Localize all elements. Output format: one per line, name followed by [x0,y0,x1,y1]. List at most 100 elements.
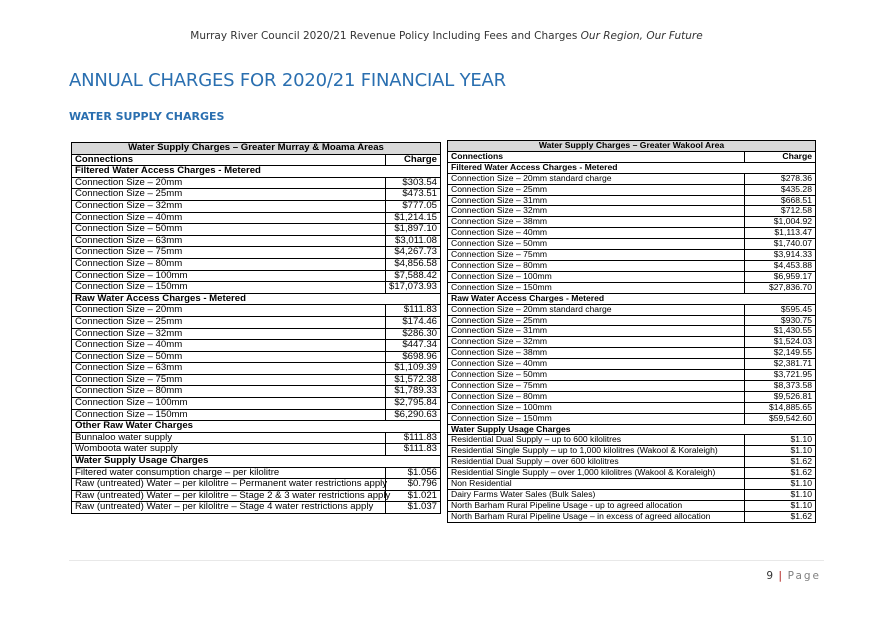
column-header-connections: Connections [447,150,745,163]
charge-amount: $1,113.47 [744,227,816,240]
table-row: Connection Size – 80mm$4,453.88 [447,259,816,272]
table-row: Connection Size – 150mm$59,542.60 [447,412,816,425]
charge-amount: $0.796 [385,478,441,491]
charge-description: Residential Single Supply – up to 1,000 … [447,445,745,458]
table-row: Connection Size – 150mm$6,290.63 [71,408,441,422]
table-row: Connection Size – 75mm$1,572.38 [71,373,441,387]
section-heading-row: Other Raw Water Charges [71,420,441,433]
table-row: Connection Size – 32mm$712.58 [447,205,816,218]
table-row: Connection Size – 75mm$3,914.33 [447,249,816,261]
charge-amount: $4,453.88 [744,259,816,272]
charge-amount: $111.83 [385,304,441,317]
charge-amount: $1.62 [744,510,816,523]
table-row: Residential Dual Supply – over 600 kilol… [447,456,816,469]
table-row: Connection Size – 63mm$1,109.39 [71,362,441,375]
charge-description: Connection Size – 100mm [447,270,745,283]
table-row: Non Residential$1.10 [447,478,816,490]
charge-amount: $1,430.55 [744,325,816,338]
charge-description: Connection Size – 20mm standard charge [447,172,745,185]
charge-amount: $1,897.10 [385,223,441,236]
table-row: Connection Size – 80mm$1,789.33 [71,385,441,399]
charge-amount: $1,004.92 [744,216,816,229]
table-row: Connection Size – 80mm$4,856.58 [71,257,441,271]
charge-amount: $595.45 [744,303,816,316]
charge-amount: $14,885.65 [744,401,816,414]
charge-description: Connection Size – 38mm [447,216,745,229]
table-row: Dairy Farms Water Sales (Bulk Sales)$1.1… [447,489,816,501]
charge-amount: $435.28 [744,183,816,196]
table-row: Connection Size – 40mm$2,381.71 [447,358,816,371]
charge-amount: $8,373.58 [744,379,816,392]
charge-amount: $4,856.58 [385,257,441,271]
charge-description: Residential Single Supply – over 1,000 k… [447,467,745,480]
charge-amount: $3,914.33 [744,249,816,261]
table-row: Connection Size – 63mm$3,011.08 [71,234,441,248]
table-row: Connection Size – 20mm$111.83 [71,304,441,317]
charge-amount: $1.10 [744,489,816,501]
charge-description: Connection Size – 40mm [447,358,745,371]
table-row: Connection Size – 100mm$2,795.84 [71,397,441,410]
charge-amount: $1.10 [744,434,816,447]
charge-description: Connection Size – 50mm [71,223,386,236]
table-row: Connection Size – 80mm$9,526.81 [447,390,816,403]
table-row: Connection Size – 25mm$174.46 [71,315,441,329]
charge-description: Connection Size – 75mm [71,373,386,387]
table-row: Connection Size – 31mm$668.51 [447,194,816,207]
section-heading-row: Water Supply Usage Charges [71,455,441,468]
charge-description: Connection Size – 100mm [71,269,386,283]
table-row: Connection Size – 40mm$1,113.47 [447,227,816,240]
table-row: Connection Size – 32mm$286.30 [71,327,441,341]
charge-amount: $1.62 [744,467,816,480]
charge-amount: $303.54 [385,176,441,190]
charge-description: Bunnaloo water supply [71,431,386,445]
section-heading: Raw Water Access Charges - Metered [71,292,441,306]
charge-amount: $1,524.03 [744,336,816,349]
table-row: Raw (untreated) Water – per kilolitre – … [71,478,441,491]
table-caption: Water Supply Charges – Greater Murray & … [71,142,441,155]
table-row: Connection Size – 31mm$1,430.55 [447,325,816,338]
table-row: Connection Size – 40mm$447.34 [71,339,441,352]
charge-amount: $2,795.84 [385,397,441,410]
section-heading-row: Filtered Water Access Charges - Metered [71,165,441,178]
charge-description: Connection Size – 25mm [71,315,386,329]
table-row: Connection Size – 75mm$4,267.73 [71,246,441,259]
page-label: Page [787,570,821,582]
charge-amount: $1.62 [744,456,816,469]
charge-amount: $111.83 [385,431,441,445]
section-heading-row: Water Supply Usage Charges [447,423,816,436]
charge-description: Connection Size – 20mm standard charge [447,303,745,316]
header-text: Murray River Council 2020/21 Revenue Pol… [190,30,578,42]
charge-description: Connection Size – 20mm [71,176,386,190]
charge-amount: $1.021 [385,489,441,503]
charge-description: Raw (untreated) Water – per kilolitre – … [71,489,390,503]
table-row: Connection Size – 20mm$303.54 [71,176,441,190]
charge-amount: $1.056 [385,466,441,480]
charge-amount: $174.46 [385,315,441,329]
section-heading: Other Raw Water Charges [71,420,441,433]
charge-description: Connection Size – 25mm [447,314,745,327]
table-row: Connection Size – 100mm$14,885.65 [447,401,816,414]
charge-amount: $2,149.55 [744,347,816,360]
charge-amount: $1,740.07 [744,238,816,251]
table-row: Connection Size – 25mm$930.75 [447,314,816,327]
section-subtitle: WATER SUPPLY CHARGES [69,110,225,123]
table-row: Connection Size – 150mm$27,836.70 [447,281,816,294]
charge-description: Connection Size – 50mm [71,350,386,364]
table-row: Connection Size – 25mm$473.51 [71,188,441,201]
charge-amount: $1,109.39 [385,362,441,375]
table-row: Connection Size – 50mm$3,721.95 [447,369,816,381]
charge-description: Connection Size – 75mm [447,379,745,392]
table-row: Womboota water supply$111.83 [71,443,441,457]
charge-amount: $59,542.60 [744,412,816,425]
charge-amount: $278.36 [744,172,816,185]
table-row: North Barham Rural Pipeline Usage – in e… [447,510,816,523]
page-title: ANNUAL CHARGES FOR 2020/21 FINANCIAL YEA… [69,70,506,91]
page-number: 9 [766,570,774,582]
charge-description: Connection Size – 38mm [447,347,745,360]
charge-description: North Barham Rural Pipeline Usage – in e… [447,510,745,523]
charge-amount: $1.10 [744,499,816,512]
footer-divider [69,560,824,561]
table-row: Filtered water consumption charge – per … [71,466,441,480]
table-row: Residential Single Supply – up to 1,000 … [447,445,816,458]
table-row: Connection Size – 75mm$8,373.58 [447,379,816,392]
